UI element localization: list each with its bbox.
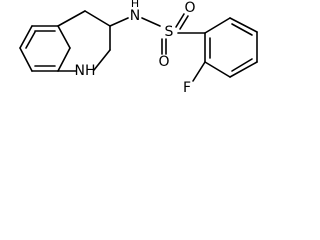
oxygen-upper-label: O [184,0,195,16]
benzo-ring [19,25,71,72]
oxygen-lower-label: O [158,54,169,70]
ring-nh-label: NH [75,63,96,79]
sulfonyl-bonds [161,13,206,55]
molecule-structure-drawing: N H S O O NH F [19,0,258,96]
bond-c-f [192,61,206,82]
saturated-ring [57,10,111,72]
sulfur-label: S [165,24,174,40]
fluorophenyl-ring [204,17,258,78]
fluorine-label: F [183,80,191,96]
amine-nitrogen-label: N [130,8,140,24]
amine-hydrogen-label: H [131,0,139,10]
bond-c3-n [109,17,129,27]
bond-n-s [141,17,161,27]
